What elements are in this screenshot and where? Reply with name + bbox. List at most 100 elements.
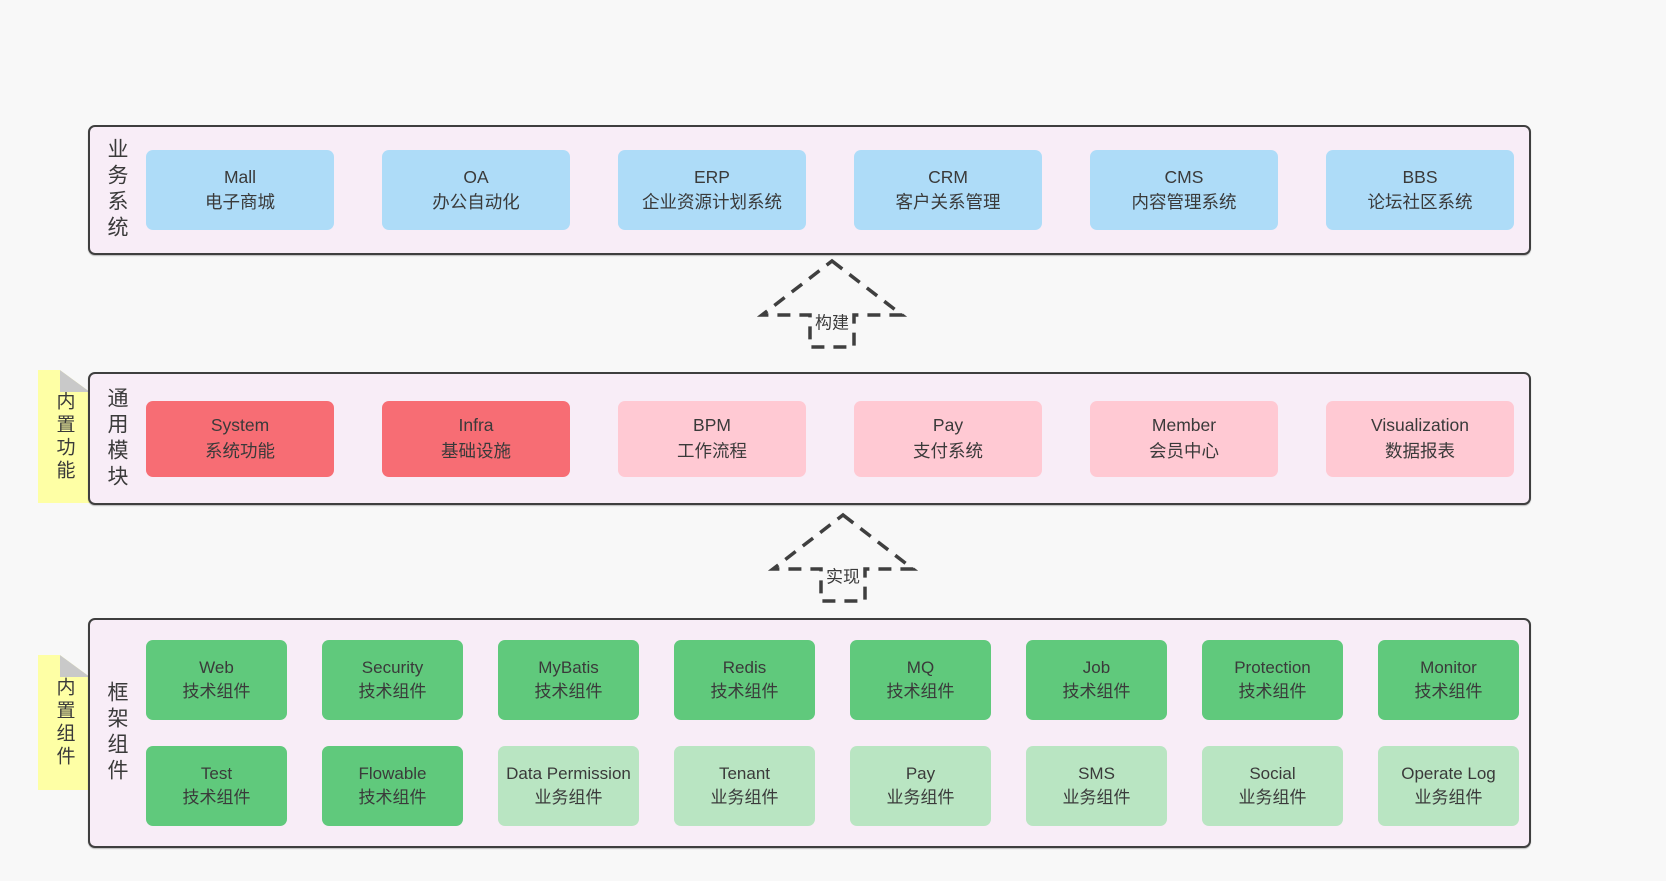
module-box: System 系统功能 — [146, 400, 334, 477]
box-subtitle: 业务组件 — [1414, 788, 1483, 807]
box-subtitle: 客户关系管理 — [895, 192, 1001, 212]
layer-label-framework-components: 框架组件 — [105, 681, 128, 785]
layer-rows: System 系统功能 Infra 基础设施 BPM 工作流程 Pay 支付系统 Member 会… — [146, 374, 1514, 503]
implement-arrow-label: 实现 — [823, 560, 863, 590]
box-subtitle: 技术组件 — [1414, 682, 1483, 701]
module-box: Job 技术组件 — [1026, 640, 1167, 720]
box-subtitle: 业务组件 — [1238, 788, 1307, 807]
box-subtitle: 技术组件 — [1062, 682, 1131, 701]
box-subtitle: 业务组件 — [886, 788, 955, 807]
box-subtitle: 技术组件 — [182, 788, 251, 807]
box-title: Pay — [905, 764, 936, 784]
box-title: Security — [361, 658, 424, 678]
sticky-note-label: 内置组件 — [53, 676, 75, 769]
module-box: CRM 客户关系管理 — [854, 150, 1042, 230]
sticky-note-built-in-features: 内置功能 — [38, 370, 90, 503]
box-subtitle: 会员中心 — [1149, 440, 1219, 461]
box-subtitle: 工作流程 — [677, 440, 747, 461]
module-box: Protection 技术组件 — [1202, 640, 1343, 720]
box-title: Pay — [932, 415, 964, 436]
box-row: System 系统功能 Infra 基础设施 BPM 工作流程 Pay 支付系统 Member 会… — [146, 400, 1514, 477]
box-title: CRM — [928, 166, 968, 187]
box-title: BBS — [1402, 166, 1438, 187]
build-arrow-label: 构建 — [812, 306, 852, 336]
box-subtitle: 技术组件 — [182, 682, 251, 701]
box-title: Flowable — [358, 764, 427, 784]
module-box: Security 技术组件 — [322, 640, 463, 720]
box-title: ERP — [694, 166, 730, 187]
box-subtitle: 内容管理系统 — [1131, 192, 1237, 212]
module-box: Social 业务组件 — [1202, 746, 1343, 826]
box-subtitle: 系统功能 — [205, 440, 275, 461]
module-box: Pay 支付系统 — [854, 400, 1042, 477]
box-title: Web — [199, 658, 234, 678]
module-box: Monitor 技术组件 — [1378, 640, 1519, 720]
implement-arrow: 实现 — [768, 512, 918, 604]
box-subtitle: 办公自动化 — [432, 192, 520, 212]
box-title: Job — [1082, 658, 1111, 678]
module-box: MyBatis 技术组件 — [498, 640, 639, 720]
folded-corner-icon — [60, 655, 90, 677]
box-title: Social — [1249, 764, 1296, 784]
box-subtitle: 技术组件 — [1238, 682, 1307, 701]
box-title: Visualization — [1371, 415, 1469, 436]
up-arrow-icon — [768, 512, 918, 603]
box-title: Member — [1151, 415, 1217, 436]
up-arrow-icon — [757, 258, 907, 349]
module-box: BPM 工作流程 — [618, 400, 806, 477]
module-box: Member 会员中心 — [1090, 400, 1278, 477]
sticky-note-built-in-components: 内置组件 — [38, 655, 90, 790]
box-title: Redis — [722, 658, 767, 678]
module-box: OA 办公自动化 — [382, 150, 570, 230]
box-title: Monitor — [1420, 658, 1477, 678]
box-title: MyBatis — [538, 658, 599, 678]
box-subtitle: 基础设施 — [441, 440, 511, 461]
box-subtitle: 论坛社区系统 — [1367, 192, 1473, 212]
module-box: Redis 技术组件 — [674, 640, 815, 720]
box-subtitle: 业务组件 — [534, 788, 603, 807]
box-title: System — [210, 415, 270, 436]
box-subtitle: 业务组件 — [1062, 788, 1131, 807]
box-subtitle: 电子商城 — [205, 192, 275, 212]
module-box: Data Permission 业务组件 — [498, 746, 639, 826]
module-box: Visualization 数据报表 — [1326, 400, 1514, 477]
box-subtitle: 技术组件 — [710, 682, 779, 701]
box-subtitle: 业务组件 — [710, 788, 779, 807]
module-box: Web 技术组件 — [146, 640, 287, 720]
module-box: Test 技术组件 — [146, 746, 287, 826]
box-title: BPM — [693, 415, 731, 436]
box-title: Tenant — [718, 764, 771, 784]
module-box: Tenant 业务组件 — [674, 746, 815, 826]
box-title: OA — [463, 166, 489, 187]
module-box: Pay 业务组件 — [850, 746, 991, 826]
module-box: MQ 技术组件 — [850, 640, 991, 720]
box-title: Protection — [1234, 658, 1311, 678]
layer-label-common-modules: 通用模块 — [105, 386, 128, 491]
box-subtitle: 技术组件 — [534, 682, 603, 701]
box-title: MQ — [906, 658, 935, 678]
box-subtitle: 技术组件 — [886, 682, 955, 701]
box-subtitle: 技术组件 — [358, 788, 427, 807]
layer-common-modules: 通用模块 System 系统功能 Infra 基础设施 BPM 工作流程 Pay 支付系统 Me… — [88, 372, 1531, 505]
box-title: Data Permission — [506, 764, 631, 784]
box-subtitle: 数据报表 — [1385, 440, 1455, 461]
box-title: Operate Log — [1401, 764, 1496, 784]
box-title: Test — [200, 764, 233, 784]
module-box: Infra 基础设施 — [382, 400, 570, 477]
box-subtitle: 支付系统 — [913, 440, 983, 461]
sticky-note-label: 内置功能 — [53, 390, 75, 483]
box-subtitle: 技术组件 — [358, 682, 427, 701]
box-title: Infra — [458, 415, 494, 436]
module-box: BBS 论坛社区系统 — [1326, 150, 1514, 230]
